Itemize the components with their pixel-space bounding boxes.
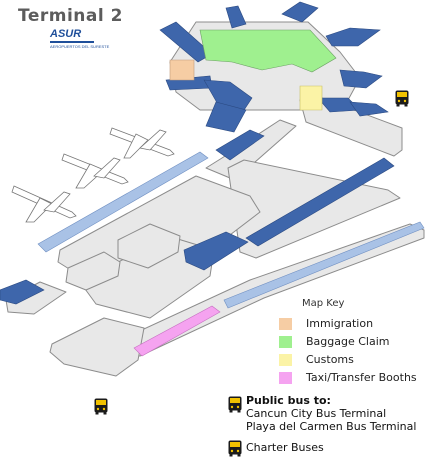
gate-roof (325, 27, 381, 47)
legend-label: Taxi/Transfer Booths (306, 371, 417, 384)
asur-logo: ASUR (50, 28, 82, 40)
legend-item-immigration: Immigration (279, 317, 373, 330)
charter-buses-label: Charter Buses (246, 441, 324, 454)
legend-item-taxi-booths: Taxi/Transfer Booths (279, 371, 417, 384)
legend-label: Immigration (306, 317, 374, 330)
gate-roof (339, 69, 383, 89)
charter-bus-icon (228, 440, 242, 457)
gate-roof (215, 129, 265, 161)
public-bus-icon (228, 396, 242, 413)
ground-building (117, 223, 181, 269)
gate-roof (225, 5, 247, 29)
bus-platform (49, 317, 145, 377)
bus-icon (94, 398, 108, 415)
map-key-title: Map Key (302, 298, 345, 309)
service-building (65, 251, 121, 291)
public-bus-info: Public bus to: Cancun City Bus Terminal … (246, 394, 416, 433)
immigration-area (169, 59, 195, 81)
legend-label: Customs (306, 353, 354, 366)
legend-item-customs: Customs (279, 353, 354, 366)
public-bus-header: Public bus to: (246, 394, 331, 407)
airplane-icon (11, 185, 77, 223)
main-roof (183, 231, 249, 271)
legend-swatch (279, 317, 292, 330)
logo-subtext: AEROPUERTOS DEL SURESTE (50, 44, 110, 49)
map-title: Terminal 2 (18, 6, 123, 26)
west-roof (0, 279, 45, 305)
legend-item-baggage-claim: Baggage Claim (279, 335, 390, 348)
east-corridor-roof (245, 157, 395, 247)
legend-swatch (279, 335, 292, 348)
legend-swatch (279, 353, 292, 366)
bus-destination: Playa del Carmen Bus Terminal (246, 420, 417, 433)
gate-roof (205, 101, 247, 133)
gate-roof (349, 101, 389, 117)
taxi-booths-area (133, 305, 221, 357)
airplane-icon (109, 127, 175, 159)
logo-underline (50, 41, 94, 43)
bus-icon (395, 90, 409, 107)
pier-roof (37, 151, 209, 253)
customs-area (299, 85, 323, 111)
airplane-icon (61, 153, 129, 189)
legend-label: Baggage Claim (306, 335, 390, 348)
bus-destination: Cancun City Bus Terminal (246, 407, 387, 420)
gate-roof (281, 1, 319, 23)
south-corridor-roof (223, 221, 425, 309)
legend-swatch (279, 371, 292, 384)
baggage-claim-area (199, 29, 337, 73)
